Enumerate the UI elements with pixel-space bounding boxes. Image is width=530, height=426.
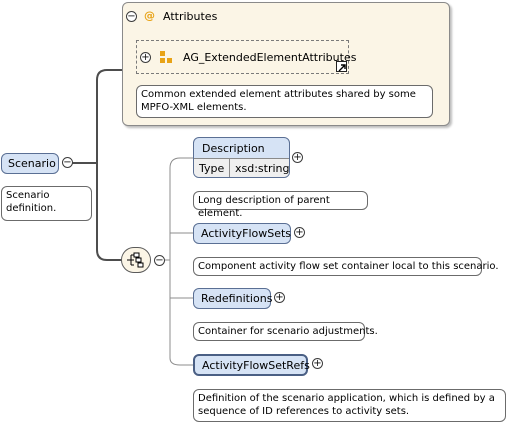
scenario-annotation-text: Scenario definition. (6, 190, 57, 214)
attribute-group-label: AG_ExtendedElementAttributes (183, 51, 357, 64)
activityflowsetrefs-annotation-text: Definition of the scenario application, … (198, 393, 495, 417)
description-annotation-text: Long description of parent element. (198, 195, 330, 219)
expand-icon: + (141, 52, 150, 63)
redefinitions-node[interactable]: Redefinitions (193, 288, 273, 309)
at-icon: @ (144, 9, 155, 22)
activityflowsets-label: ActivityFlowSets (201, 227, 292, 240)
description-node[interactable]: Description Type xsd:string (193, 137, 290, 178)
attributes-connector (96, 69, 122, 163)
redefinitions-label: Redefinitions (201, 292, 273, 305)
redefinitions-annotation-text: Container for scenario adjustments. (198, 326, 378, 337)
activityflowsetrefs-annotation: Definition of the scenario application, … (193, 389, 506, 422)
collapse-icon: − (127, 11, 136, 22)
description-type-row: Type xsd:string (194, 158, 289, 177)
redefinitions-expand-button[interactable]: + (274, 292, 285, 303)
attributes-collapse-button[interactable]: − (126, 11, 137, 22)
attribute-group-expand-button[interactable]: + (140, 52, 151, 63)
collapse-icon: − (63, 157, 72, 168)
description-expand-button[interactable]: + (292, 152, 303, 163)
activityflowsetrefs-expand-button[interactable]: + (312, 358, 323, 369)
attributes-panel: − @ Attributes + AG_ExtendedElementAttri… (122, 2, 450, 126)
activityflowsets-expand-button[interactable]: + (294, 227, 305, 238)
activityflowsetrefs-node[interactable]: ActivityFlowSetRefs (193, 354, 310, 376)
description-annotation: Long description of parent element. (193, 191, 368, 219)
scenario-node[interactable]: Scenario (1, 153, 59, 174)
activityflowsetrefs-label: ActivityFlowSetRefs (202, 359, 310, 372)
attribute-group-ref[interactable]: + AG_ExtendedElementAttributes (136, 40, 356, 74)
scenario-collapse-button[interactable]: − (62, 157, 73, 168)
activityflowsets-annotation-text: Component activity flow set container lo… (198, 261, 499, 272)
activityflowsets-node[interactable]: ActivityFlowSets (193, 223, 291, 244)
sequence-compositor[interactable] (121, 247, 151, 273)
sequence-collapse-button[interactable]: − (154, 255, 165, 266)
attributes-annotation: Common extended element attributes share… (136, 85, 433, 118)
collapse-icon: − (155, 255, 164, 266)
attributes-header: Attributes (163, 10, 218, 23)
sequence-icon (127, 252, 144, 268)
sequence-connector (96, 163, 122, 261)
expand-icon: + (295, 227, 304, 238)
redefinitions-annotation: Container for scenario adjustments. (193, 322, 378, 341)
activityflowsets-annotation: Component activity flow set container lo… (193, 257, 499, 276)
scenario-annotation: Scenario definition. (1, 186, 92, 221)
attribute-group-icon (160, 51, 173, 65)
expand-icon: + (293, 152, 302, 163)
attributes-annotation-text: Common extended element attributes share… (141, 89, 416, 113)
type-key: Type (194, 159, 230, 177)
type-value: xsd:string (235, 162, 290, 175)
shortcut-arrow-icon (336, 61, 347, 72)
scenario-label: Scenario (8, 157, 56, 170)
description-label: Description (202, 142, 265, 155)
expand-icon: + (275, 292, 284, 303)
expand-icon: + (313, 358, 322, 369)
